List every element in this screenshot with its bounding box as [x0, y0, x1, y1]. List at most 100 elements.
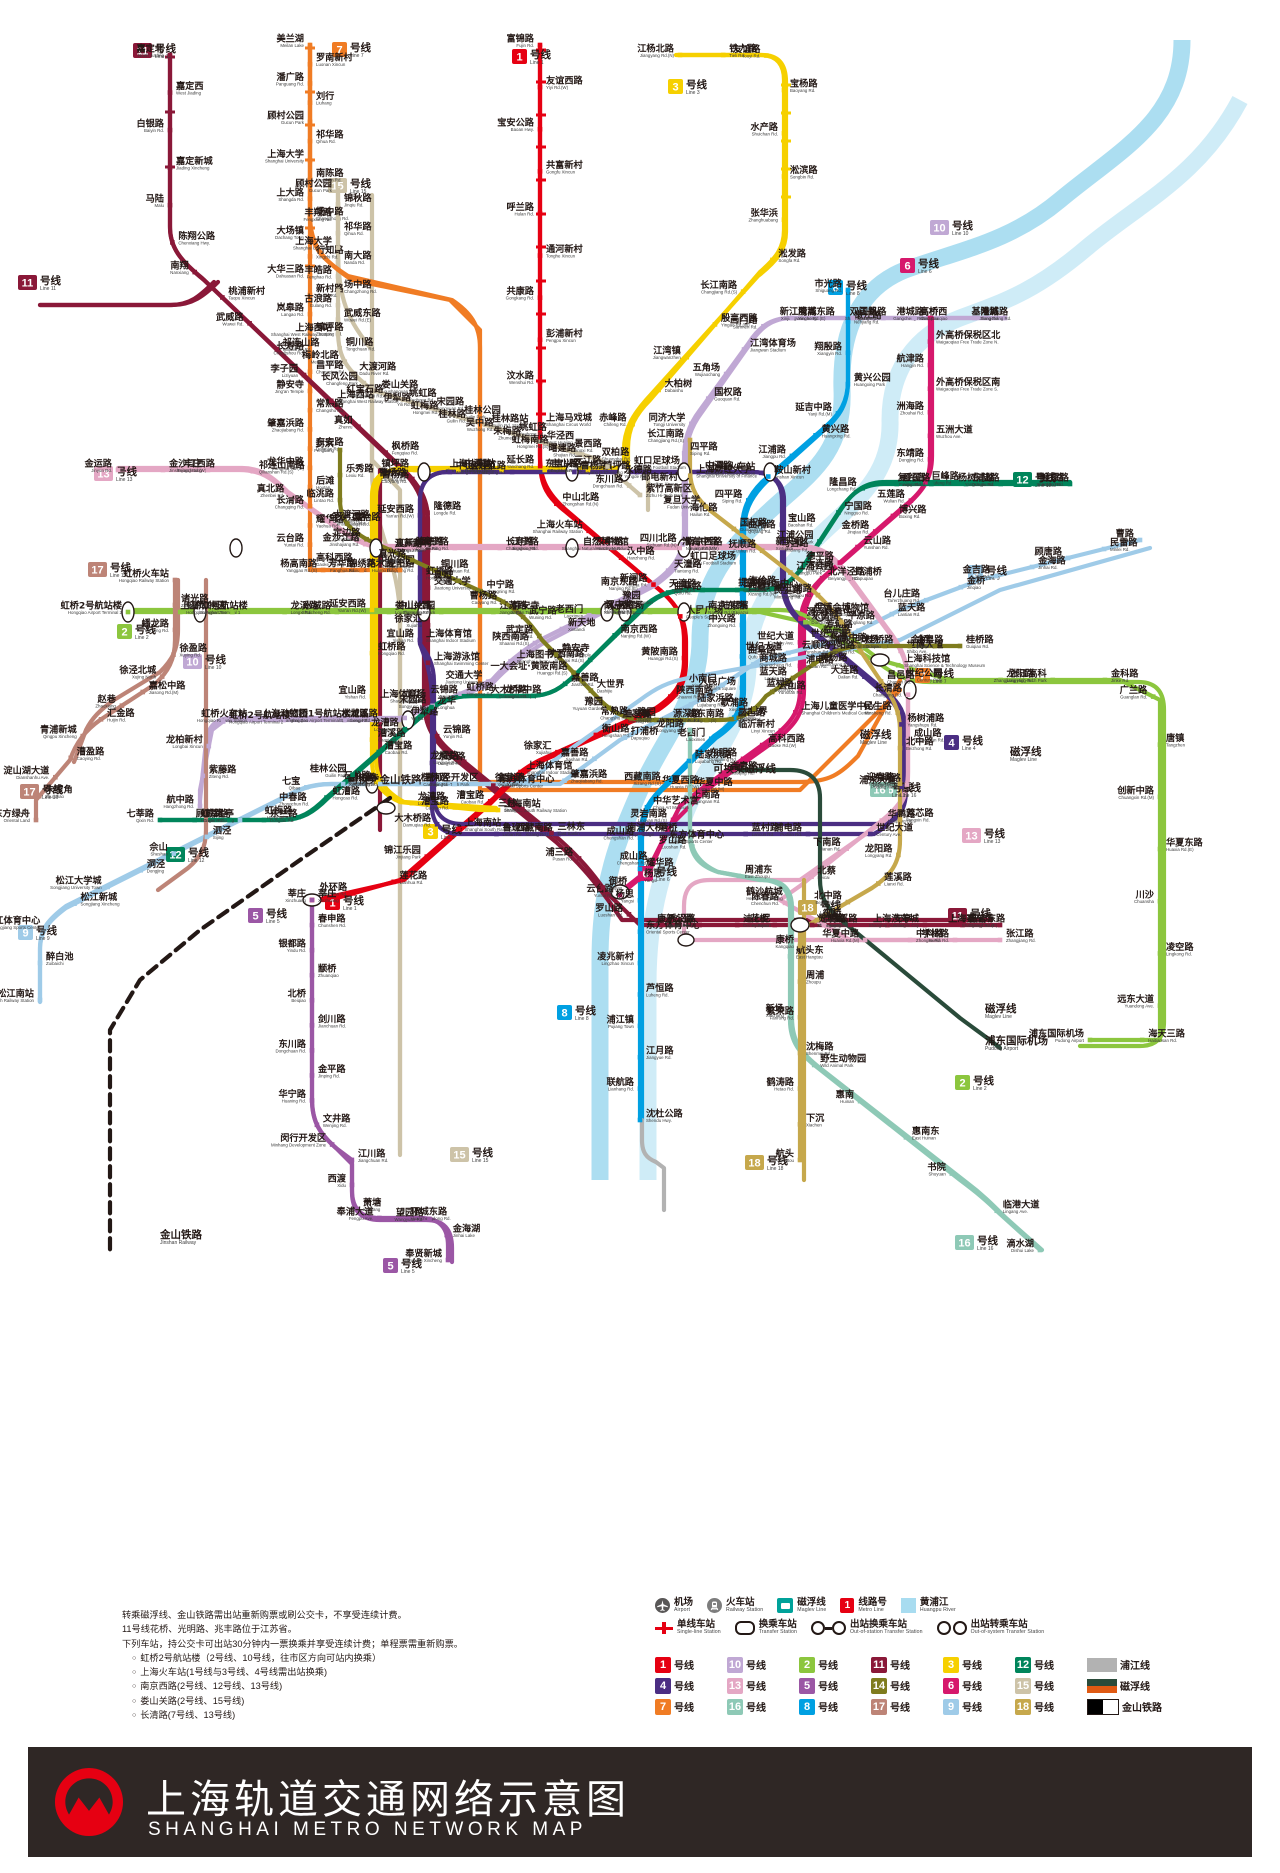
legend-notes: 转乘磁浮线、金山铁路需出站重新购票或刷公交卡，不享受连续计费。 11号线花桥、光… — [122, 1608, 662, 1722]
line-badge-11: 11 — [871, 1656, 887, 1673]
line-17-route[interactable] — [33, 577, 206, 870]
transfer-stations[interactable] — [121, 462, 917, 947]
line-badge-13: 13 — [727, 1677, 743, 1694]
special-line-label: 磁浮线 — [1120, 1682, 1150, 1693]
line-badge-label: 号线 — [746, 1661, 766, 1672]
jinshan-railway-route[interactable] — [107, 795, 393, 1253]
legend-railway-en: Railway Station — [726, 1606, 764, 1613]
legend-metroline-en: Metro Line — [858, 1606, 884, 1613]
railway-station-icon — [707, 1598, 723, 1614]
legend-transfer-cn: 换乘车站 — [758, 1619, 797, 1631]
line-badge-3: 3 — [943, 1656, 959, 1673]
line-badge-label: 号线 — [674, 1703, 694, 1714]
pujiang-line-route[interactable] — [639, 1117, 667, 1213]
out-station-transfer-icon — [811, 1621, 847, 1636]
line-badge-label: 号线 — [890, 1661, 910, 1672]
legend-special-0[interactable]: 浦江线 — [1087, 1654, 1179, 1675]
line-badge-label: 号线 — [674, 1661, 694, 1672]
line-badge-label: 号线 — [818, 1703, 838, 1714]
legend-airport-cn: 机场 — [674, 1597, 694, 1608]
line-badge-15: 15 — [1015, 1677, 1031, 1694]
line-badge-12: 12 — [1015, 1656, 1031, 1673]
legend-railway-cn: 火车站 — [726, 1597, 755, 1608]
legend-maglev-cn: 磁浮线 — [797, 1597, 826, 1608]
line-16-route[interactable] — [687, 727, 1043, 1253]
line-badge-5: 5 — [799, 1677, 815, 1694]
legend-airport-en: Airport — [674, 1606, 690, 1613]
legend-note-item-2: 上海火车站(1号线与3号线、4号线需出站换乘) — [122, 1665, 662, 1679]
line-5-route[interactable] — [309, 897, 451, 1263]
legend-outstation-cn: 出站换乘车站 — [850, 1619, 908, 1631]
line-badge-label: 号线 — [1034, 1703, 1054, 1714]
transfer-station-icon — [734, 1621, 755, 1636]
line-badge-17: 17 — [871, 1698, 887, 1715]
legend-note-item-3: 南京西路(2号线、12号线、13号线) — [122, 1679, 662, 1693]
out-system-transfer-icon — [936, 1621, 967, 1636]
legend-note-1: 转乘磁浮线、金山铁路需出站重新购票或刷公交卡，不享受连续计费。 — [122, 1610, 407, 1620]
line-badge-9: 9 — [943, 1698, 959, 1715]
legend-note-3: 下列车站，持公交卡可出站30分钟内一票换乘并享受连续计费；单程票需重新购票。 — [122, 1638, 463, 1649]
legend-single-cn: 单线车站 — [677, 1619, 716, 1631]
line-badge-label: 号线 — [962, 1682, 982, 1693]
line-badge-4: 4 — [655, 1677, 671, 1694]
legend-note-item-4: 娄山关路(2号线、15号线) — [122, 1694, 662, 1708]
line-12-route[interactable] — [157, 481, 1073, 823]
special-line-swatch — [1087, 1678, 1117, 1693]
legend-note-2: 11号线花桥、光明路、兆丰路位于江苏省。 — [122, 1624, 297, 1635]
line-badge-label: 号线 — [890, 1703, 910, 1714]
line-badge-label: 号线 — [962, 1661, 982, 1672]
line-14-route[interactable] — [337, 447, 963, 723]
legend-note-item-1: 虹桥2号航站楼（2号线、10号线，往市区方向可站内换乘） — [122, 1651, 662, 1665]
legend-transfer-en: Transfer Station — [758, 1629, 798, 1636]
special-line-label: 金山铁路 — [1122, 1703, 1162, 1714]
legend-special-1[interactable]: 磁浮线 — [1087, 1675, 1179, 1696]
line-badge-7: 7 — [655, 1698, 671, 1715]
station-ticks — [165, 46, 791, 416]
title-english: SHANGHAI METRO NETWORK MAP — [148, 1819, 587, 1840]
line-badge-label: 号线 — [746, 1703, 766, 1714]
river-swatch — [900, 1598, 916, 1614]
title-chinese: 上海轨道交通网络示意图 — [146, 1777, 630, 1823]
airport-icon — [655, 1598, 670, 1614]
maglev-line-route[interactable] — [737, 767, 1003, 1051]
metro-line-icon: 1 — [840, 1598, 855, 1614]
legend-special-2[interactable]: 金山铁路 — [1087, 1696, 1179, 1717]
line-badge-label: 号线 — [674, 1682, 694, 1693]
line-badge-18: 18 — [1015, 1698, 1031, 1715]
legend-outsystem-en: Out-of-system Transfer Station — [970, 1629, 1045, 1636]
line-badge-label: 号线 — [890, 1682, 910, 1693]
legend-single-en: Single-line Station — [677, 1629, 721, 1636]
